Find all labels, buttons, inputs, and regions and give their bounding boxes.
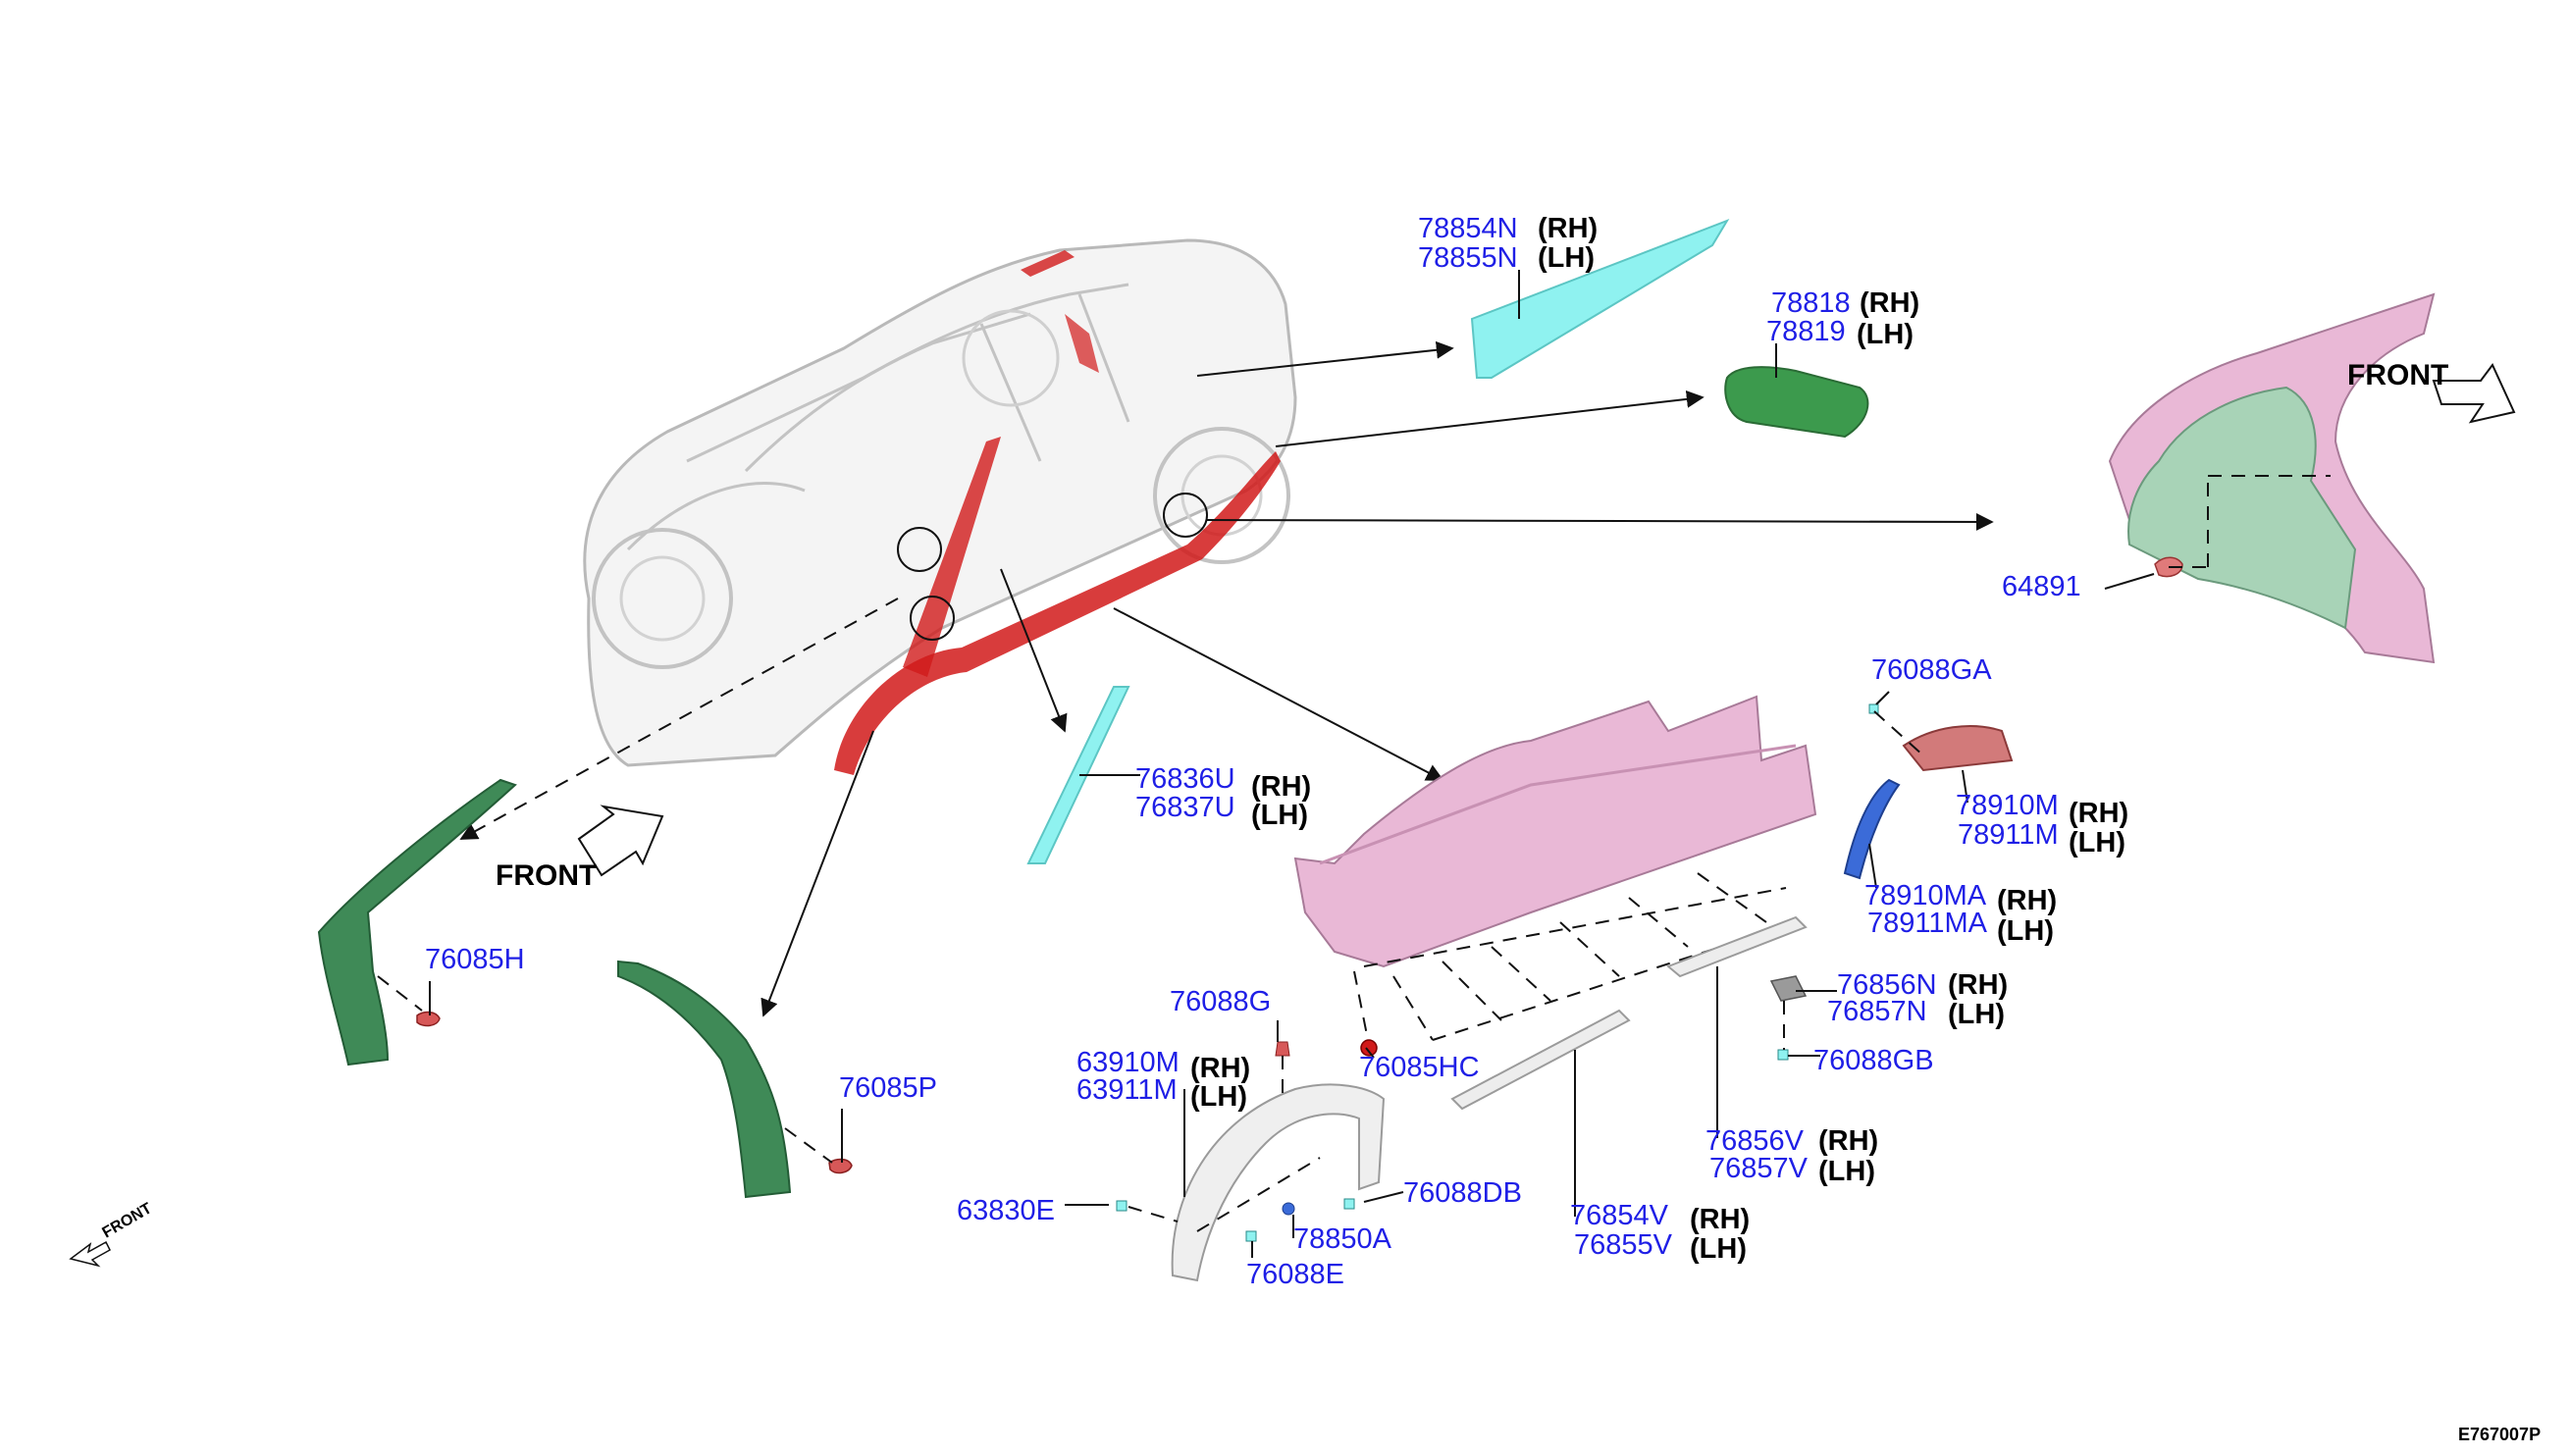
label-rh: (RH)	[1690, 1204, 1750, 1235]
car-roof-highlight	[1021, 250, 1075, 277]
leader-lines	[429, 270, 2155, 1258]
label-76088e: 76088E	[1246, 1259, 1344, 1290]
front-pillar-inner-part[interactable]	[317, 778, 517, 1066]
detail-circle	[910, 596, 955, 641]
rear-pillar-part[interactable]	[1724, 366, 1869, 439]
front-arrow-left	[577, 805, 664, 877]
label-78818: 78818	[1771, 287, 1851, 319]
car-sill-highlight	[834, 451, 1281, 775]
label-63911m: 63911M	[1076, 1074, 1178, 1106]
diagram-code: E767007P	[2458, 1425, 2541, 1444]
label-76856v: 76856V	[1705, 1125, 1805, 1157]
label-76088ga: 76088GA	[1871, 654, 1992, 686]
label-rh: (RH)	[2069, 798, 2128, 829]
label-78855n: 78855N	[1418, 242, 1518, 274]
label-63830e: 63830E	[957, 1195, 1055, 1226]
label-76836u: 76836U	[1135, 763, 1235, 795]
center-pillar-part[interactable]	[617, 960, 792, 1199]
label-lh: (LH)	[1948, 999, 2005, 1030]
label-lh: (LH)	[1690, 1233, 1747, 1265]
label-rh: (RH)	[1997, 885, 2057, 916]
clip-63830e[interactable]	[1116, 1200, 1128, 1212]
label-rh: (RH)	[1190, 1053, 1250, 1084]
detail-circle	[897, 527, 942, 572]
label-76837u: 76837U	[1135, 792, 1235, 823]
label-78911ma: 78911MA	[1867, 908, 1988, 939]
label-76857v: 76857V	[1709, 1153, 1809, 1184]
label-rh: (RH)	[1251, 771, 1311, 803]
front-label-right: FRONT	[2347, 359, 2448, 391]
label-lh: (LH)	[2069, 827, 2125, 858]
label-78910m: 78910M	[1956, 790, 2059, 821]
clip-76085hc[interactable]	[1360, 1039, 1378, 1057]
front-compass-label: FRONT	[100, 1200, 155, 1241]
label-lh: (LH)	[1538, 242, 1595, 274]
label-76857n: 76857N	[1827, 996, 1927, 1027]
clip-76088db[interactable]	[1343, 1198, 1355, 1210]
label-78910ma: 78910MA	[1864, 880, 1987, 911]
clip-76085h[interactable]	[416, 1011, 441, 1027]
front-label-left: FRONT	[496, 859, 597, 892]
label-76856n: 76856N	[1837, 969, 1937, 1001]
label-76088g: 76088G	[1170, 986, 1271, 1017]
label-76854v: 76854V	[1570, 1200, 1669, 1231]
label-lh: (LH)	[1190, 1081, 1247, 1113]
label-78854n: 78854N	[1418, 213, 1518, 244]
wheel-arch-moulding-part[interactable]	[1171, 1083, 1386, 1282]
label-rh: (RH)	[1538, 213, 1598, 244]
label-lh: (LH)	[1857, 319, 1914, 350]
front-compass: FRONT	[69, 1200, 155, 1268]
clip-76085p[interactable]	[828, 1158, 853, 1174]
sill-moulding-part[interactable]	[1666, 915, 1808, 978]
label-lh: (LH)	[1251, 800, 1308, 831]
label-64891: 64891	[2002, 571, 2081, 602]
detail-circle	[1163, 493, 1208, 538]
label-78850a: 78850A	[1293, 1223, 1392, 1255]
front-pillar-garnish-part[interactable]	[1026, 686, 1130, 864]
label-76085hc: 76085HC	[1359, 1052, 1480, 1083]
pillar-garnish-part[interactable]	[1470, 219, 1730, 379]
side-sill-panel-part[interactable]	[1293, 695, 1817, 968]
label-lh: (LH)	[1818, 1156, 1875, 1187]
rear-pillar-trim-part[interactable]	[1902, 725, 2014, 772]
label-lh: (LH)	[1997, 915, 2054, 947]
rear-bracket-part[interactable]	[1769, 975, 1808, 1002]
clip-76088gb[interactable]	[1777, 1049, 1789, 1061]
label-rh: (RH)	[1860, 287, 1919, 319]
label-76085h: 76085H	[425, 944, 525, 975]
blue-strip-part[interactable]	[1843, 778, 1901, 880]
clip-76088ga[interactable]	[1868, 703, 1879, 714]
label-78911m: 78911M	[1958, 819, 2059, 851]
car-a-pillar-highlight	[903, 437, 1001, 677]
label-76088db: 76088DB	[1403, 1177, 1522, 1209]
vehicle-illustration	[583, 238, 1297, 775]
clip-78850a[interactable]	[1282, 1202, 1295, 1216]
label-76085p: 76085P	[839, 1072, 937, 1104]
front-arrow-right	[2432, 363, 2516, 424]
clip-76088g[interactable]	[1275, 1041, 1290, 1057]
label-63910m: 63910M	[1076, 1047, 1180, 1078]
label-76088gb: 76088GB	[1813, 1045, 1934, 1076]
clip-76088e[interactable]	[1245, 1230, 1257, 1242]
label-78819: 78819	[1766, 316, 1846, 347]
label-rh: (RH)	[1818, 1125, 1878, 1157]
rocker-moulding-part[interactable]	[1450, 1009, 1631, 1111]
label-76855v: 76855V	[1574, 1229, 1673, 1261]
label-rh: (RH)	[1948, 969, 2008, 1001]
